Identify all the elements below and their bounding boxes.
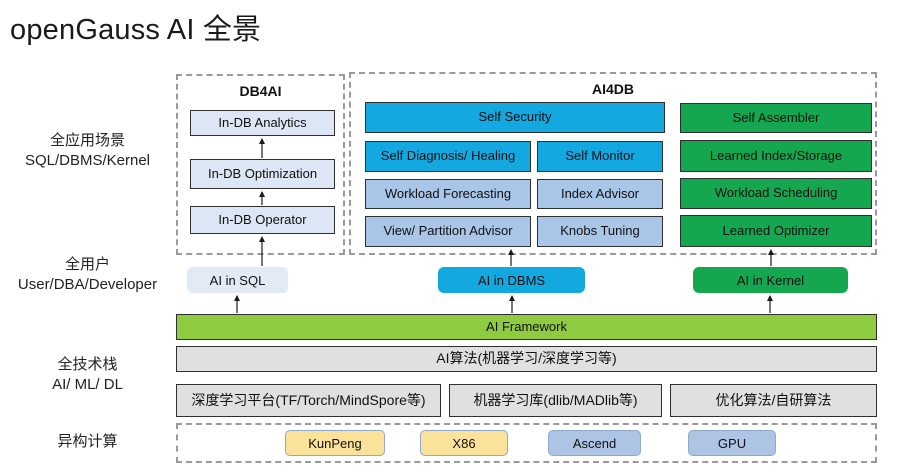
- hw-gpu: GPU: [688, 430, 776, 456]
- box-in-db-optimization: In-DB Optimization: [190, 159, 335, 189]
- box-in-db-operator: In-DB Operator: [190, 206, 335, 234]
- box-self-monitor: Self Monitor: [537, 141, 663, 172]
- hw-ascend: Ascend: [548, 430, 641, 456]
- box-view-partition-advisor: View/ Partition Advisor: [365, 216, 531, 247]
- side-label-scenes-en: SQL/DBMS/Kernel: [24, 152, 151, 169]
- box-self-security: Self Security: [365, 102, 665, 133]
- side-label-users-cn: 全用户: [64, 256, 110, 273]
- box-learned-optimizer: Learned Optimizer: [680, 215, 872, 247]
- page-title: openGauss AI 全景: [10, 14, 262, 46]
- hardware-group: [176, 423, 877, 463]
- side-label-hetero-compute-cn: 异构计算: [57, 433, 118, 450]
- db4ai-group-title: DB4AI: [239, 83, 282, 99]
- box-index-advisor: Index Advisor: [537, 179, 663, 209]
- box-workload-forecasting: Workload Forecasting: [365, 179, 531, 209]
- side-label-users: 全用户 User/DBA/Developer: [0, 255, 175, 295]
- box-in-db-analytics: In-DB Analytics: [190, 110, 335, 136]
- side-label-scenes-cn: 全应用场景: [49, 132, 125, 149]
- side-label-stack-en: AI/ ML/ DL: [52, 376, 123, 393]
- pill-ai-in-dbms: AI in DBMS: [438, 267, 585, 293]
- side-label-stack: 全技术栈 AI/ ML/ DL: [0, 355, 175, 395]
- box-learned-index-storage: Learned Index/Storage: [680, 140, 872, 172]
- side-label-users-en: User/DBA/Developer: [17, 276, 158, 293]
- side-label-hetero-compute: 异构计算: [0, 432, 175, 452]
- hw-kunpeng: KunPeng: [285, 430, 385, 456]
- pill-ai-in-sql: AI in SQL: [187, 267, 288, 293]
- db4ai-group: DB4AI: [176, 74, 345, 255]
- box-machine-learning-lib: 机器学习库(dlib/MADlib等): [449, 384, 662, 417]
- bar-ai-algorithms: AI算法(机器学习/深度学习等): [176, 346, 877, 372]
- pill-ai-in-kernel: AI in Kernel: [693, 267, 848, 293]
- hw-x86: X86: [420, 430, 508, 456]
- box-deep-learning-platform: 深度学习平台(TF/Torch/MindSpore等): [176, 384, 441, 417]
- box-self-assembler: Self Assembler: [680, 103, 872, 133]
- bar-ai-framework: AI Framework: [176, 314, 877, 340]
- side-label-stack-cn: 全技术栈: [57, 356, 118, 373]
- box-knobs-tuning: Knobs Tuning: [537, 216, 663, 247]
- box-workload-scheduling: Workload Scheduling: [680, 178, 872, 209]
- ai4db-group: AI4DB: [349, 72, 877, 255]
- box-self-diagnosis-healing: Self Diagnosis/ Healing: [365, 141, 531, 172]
- ai4db-group-title: AI4DB: [591, 81, 634, 97]
- side-label-scenes: 全应用场景 SQL/DBMS/Kernel: [0, 131, 175, 171]
- box-optimization-algorithms: 优化算法/自研算法: [670, 384, 877, 417]
